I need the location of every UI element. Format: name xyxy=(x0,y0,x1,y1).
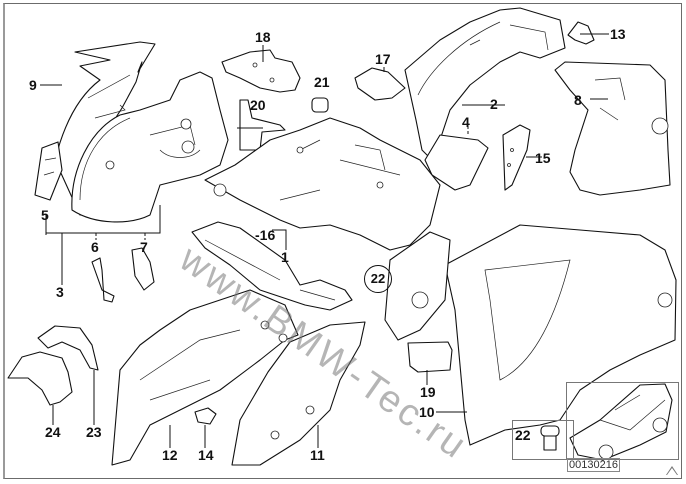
label-16[interactable]: -16 xyxy=(255,227,276,243)
inset-box-car xyxy=(566,382,679,460)
label-21[interactable]: 20 xyxy=(250,97,266,113)
inset-box-part-22 xyxy=(512,420,574,460)
part-21-bracket[interactable] xyxy=(239,99,286,151)
part-10-quarter-panel[interactable] xyxy=(444,224,677,446)
part-11-panel[interactable] xyxy=(231,321,366,466)
part-2-wheel-arch[interactable] xyxy=(404,7,566,161)
label-1[interactable]: 1 xyxy=(281,249,289,265)
leader-lines xyxy=(40,33,609,448)
part-18-bracket[interactable] xyxy=(354,67,406,101)
part-6-bracket[interactable] xyxy=(91,257,115,303)
part-7-bracket[interactable] xyxy=(131,247,155,291)
label-20[interactable]: 19 xyxy=(420,384,436,400)
part-5-bracket[interactable] xyxy=(34,141,63,201)
label-19[interactable]: 18 xyxy=(255,29,271,45)
part-3-wheel-housing[interactable] xyxy=(71,71,229,223)
part-23-sleeve[interactable] xyxy=(311,97,329,113)
part-17-liner[interactable] xyxy=(37,325,99,371)
part-14-clip[interactable] xyxy=(194,407,217,425)
label-7[interactable]: 7 xyxy=(140,239,148,255)
car-silhouette-icon xyxy=(569,383,673,461)
part-16-floor-assembly[interactable] xyxy=(204,117,441,251)
label-15[interactable]: 15 xyxy=(535,150,551,166)
part-12-inner-panel[interactable] xyxy=(111,289,299,466)
part-15-pillar[interactable] xyxy=(502,124,531,191)
label-14[interactable]: 14 xyxy=(198,447,214,463)
part-20-cover[interactable] xyxy=(407,341,453,373)
part-13-clip[interactable] xyxy=(567,21,595,45)
part-1-cross-member[interactable] xyxy=(191,221,353,311)
callout-22[interactable]: 22 xyxy=(364,265,392,293)
label-17[interactable]: 23 xyxy=(86,424,102,440)
label-10[interactable]: 10 xyxy=(419,404,435,420)
diagram-frame xyxy=(3,3,682,479)
label-18[interactable]: 17 xyxy=(375,51,391,67)
label-9[interactable]: 9 xyxy=(29,77,37,93)
part-22-plug-icon[interactable] xyxy=(540,425,560,451)
label-23[interactable]: 21 xyxy=(314,74,330,90)
label-2[interactable]: 2 xyxy=(490,96,498,112)
revision-triangle-icon xyxy=(666,466,678,475)
label-13[interactable]: 13 xyxy=(610,26,626,42)
part-24-liner[interactable] xyxy=(7,351,73,406)
label-4[interactable]: 4 xyxy=(462,114,470,130)
document-number: 00130216 xyxy=(567,458,620,472)
label-6[interactable]: 6 xyxy=(91,239,99,255)
inset-label-22[interactable]: 22 xyxy=(515,427,531,443)
part-inner-rear-panel[interactable] xyxy=(384,231,451,341)
part-4-panel[interactable] xyxy=(424,134,489,191)
part-8-side-panel[interactable] xyxy=(554,61,671,196)
label-8[interactable]: 8 xyxy=(574,92,582,108)
label-11[interactable]: 11 xyxy=(310,447,325,463)
part-19-floor-panel[interactable] xyxy=(221,49,301,93)
label-5[interactable]: 5 xyxy=(41,207,49,223)
label-24[interactable]: 24 xyxy=(45,424,61,440)
label-3[interactable]: 3 xyxy=(56,284,64,300)
label-12[interactable]: 12 xyxy=(162,447,178,463)
